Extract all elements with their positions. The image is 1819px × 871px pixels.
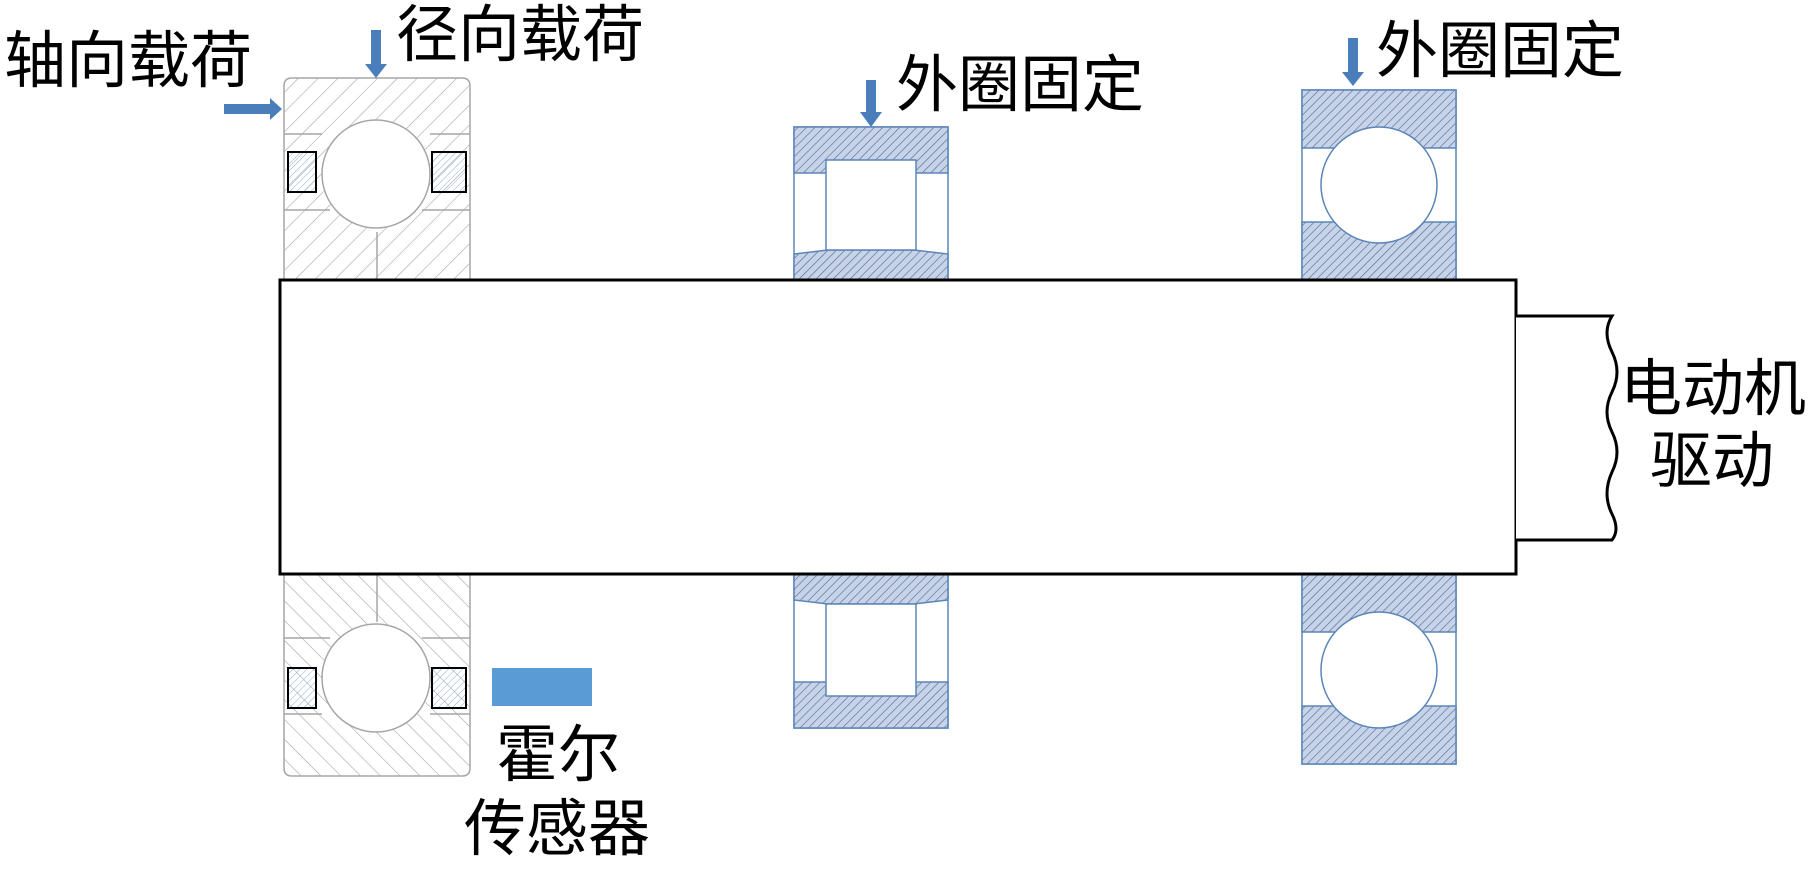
outer-ring-fixed-label-middle: 外圈固定 [896, 48, 1144, 121]
ball-bearing-upper-ball [1320, 126, 1438, 244]
shaft [278, 278, 1518, 576]
test-bearing-upper-ball [321, 119, 431, 229]
radial-load-label: 径向载荷 [396, 0, 644, 71]
test-bearing-angular-contact [283, 77, 471, 777]
outer-ring-fixed-arrow-right [1342, 38, 1364, 86]
hall-sensor-label-line2: 传感器 [464, 792, 650, 865]
outer-ring-fixed-label-right: 外圈固定 [1376, 14, 1624, 87]
test-bearing-lower-cage-right [431, 667, 467, 709]
roller-bearing-lower-roller [825, 603, 917, 697]
test-bearing-lower-cage-left [287, 667, 317, 709]
ball-bearing-lower-ball [1320, 611, 1438, 729]
support-bearing-deep-groove-ball [1301, 89, 1457, 765]
hall-sensor-block [492, 668, 592, 706]
support-bearing-cylindrical-roller [793, 126, 949, 729]
test-bearing-upper-cage-left [287, 151, 317, 193]
hall-sensor-label-line1: 霍尔 [496, 718, 620, 791]
roller-bearing-lower-half [793, 573, 949, 729]
axial-load-arrow [224, 98, 282, 120]
radial-load-arrow [365, 30, 387, 78]
test-bearing-lower-half [283, 573, 471, 777]
axial-load-label: 轴向载荷 [4, 24, 252, 97]
outer-ring-fixed-arrow-middle [860, 80, 882, 127]
motor-drive-label-line2: 驱动 [1650, 424, 1774, 497]
test-bearing-upper-cage-right [431, 151, 467, 193]
ball-bearing-upper-half [1301, 89, 1457, 281]
roller-bearing-upper-roller [825, 159, 917, 251]
motor-shaft-stub [1516, 314, 1619, 542]
roller-bearing-lower-inner-ring [793, 573, 949, 605]
roller-bearing-upper-half [793, 126, 949, 281]
test-bearing-upper-half [283, 77, 471, 281]
roller-bearing-upper-inner-ring [793, 249, 949, 281]
test-bearing-lower-ball [321, 623, 431, 733]
ball-bearing-lower-half [1301, 573, 1457, 765]
motor-drive-label-line1: 电动机 [1620, 352, 1806, 425]
